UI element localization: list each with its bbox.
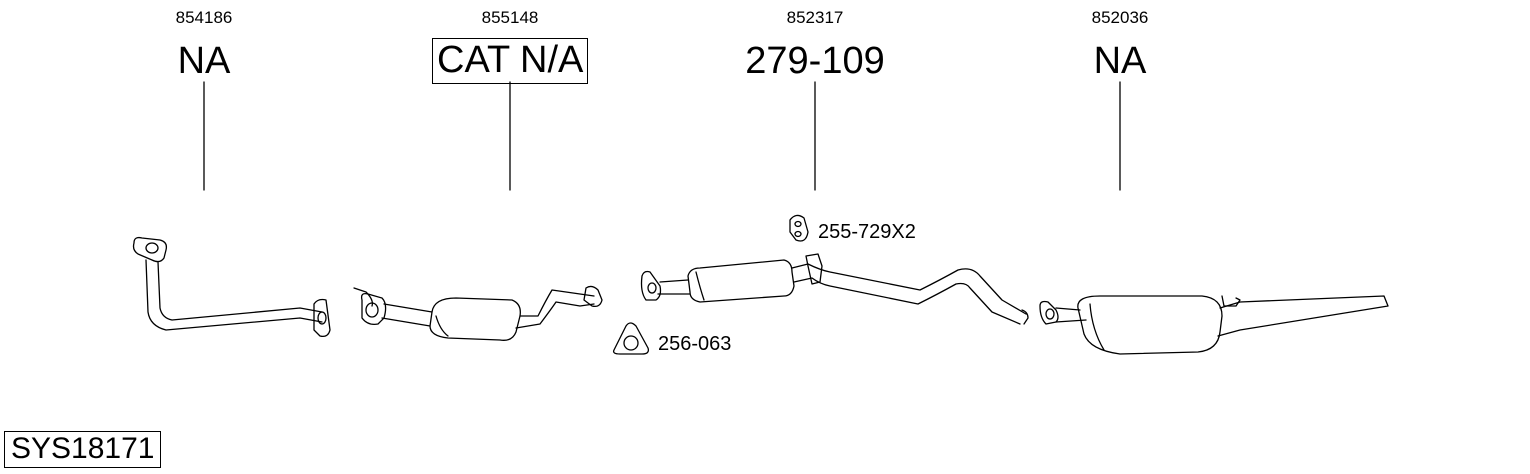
gasket-icon bbox=[612, 322, 650, 355]
accessory-label-gasket: 256-063 bbox=[658, 333, 732, 355]
part-code-852317: 852317 bbox=[786, 8, 844, 27]
part-code-855148: 855148 bbox=[481, 8, 539, 27]
part-code-852036: 852036 bbox=[1091, 8, 1149, 27]
part-label-rear-silencer: NA bbox=[1093, 40, 1147, 82]
rubber-hanger-icon bbox=[789, 214, 809, 242]
part-label-front-pipe: NA bbox=[177, 40, 231, 82]
centre-silencer-icon bbox=[640, 253, 1029, 325]
system-code: SYS18171 bbox=[4, 431, 162, 468]
catalytic-converter-icon bbox=[353, 285, 603, 341]
part-label-centre-silencer: 279-109 bbox=[745, 40, 885, 82]
accessory-label-hanger: 255-729X2 bbox=[818, 221, 916, 243]
front-pipe-icon bbox=[132, 236, 331, 338]
rear-silencer-icon bbox=[1039, 295, 1389, 355]
part-label-catalyst: CAT N/A bbox=[432, 38, 589, 84]
part-code-854186: 854186 bbox=[175, 8, 233, 27]
